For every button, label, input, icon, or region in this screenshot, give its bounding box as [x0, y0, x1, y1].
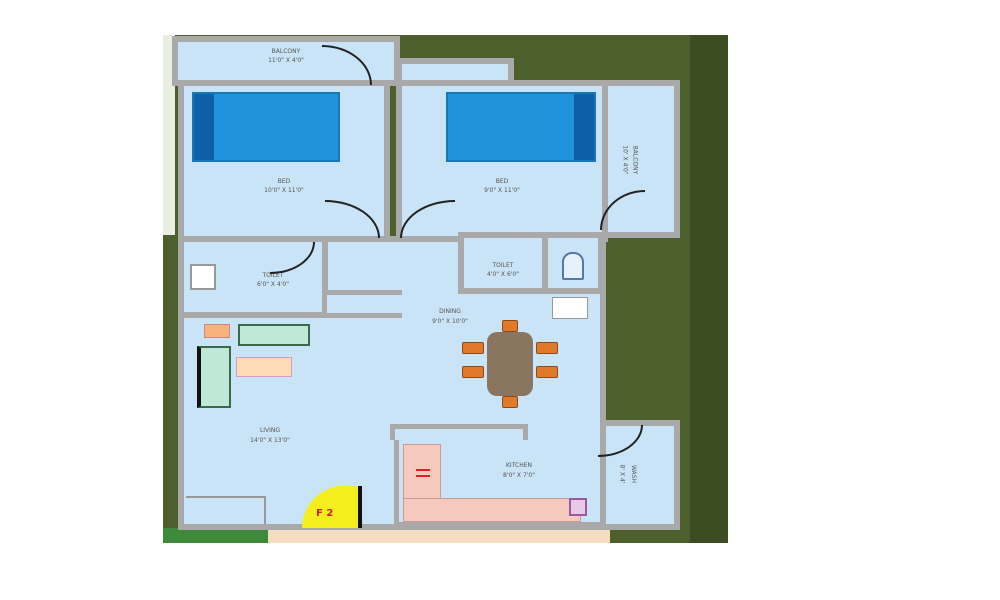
kitchen-wall: [390, 424, 528, 440]
room-balcony-right: BALCONY 10' X 4'0": [602, 80, 680, 238]
room-size: 9'0" X 11'0": [484, 187, 520, 194]
chair: [462, 342, 484, 354]
room-size: 8' X 4': [618, 464, 626, 484]
room-bed-2: BED 9'0" X 11'0": [396, 80, 608, 242]
bed-furniture: [446, 92, 596, 162]
coffee-table: [236, 357, 292, 377]
room-size: 8'0" X 7'0": [502, 472, 535, 479]
chair: [502, 320, 518, 332]
sofa: [197, 346, 231, 408]
chair: [536, 342, 558, 354]
wash-basin: [552, 297, 588, 319]
room-size: 4'0" X 6'0": [486, 271, 519, 278]
room-toilet-1: TOILET 6'0" X 4'0": [178, 236, 328, 318]
entrance-label: F 2: [316, 508, 334, 519]
dining-table: [487, 332, 533, 396]
sink-icon: [569, 498, 587, 516]
front-steps: [268, 528, 610, 543]
chair: [536, 366, 558, 378]
chair: [462, 366, 484, 378]
room-size: 10' X 4'0": [621, 145, 629, 175]
room-name: BED: [277, 178, 291, 185]
room-size: 11'0" X 4'0": [268, 57, 304, 64]
toilet-fixture: [562, 252, 584, 280]
room-size: 14'0" X 13'0": [250, 437, 290, 444]
room-name: BED: [495, 178, 509, 185]
kitchen-counter: [403, 498, 581, 522]
room-size: 6'0" X 4'0": [256, 281, 289, 288]
room-kitchen: KITCHEN 8'0" X 7'0": [394, 440, 606, 526]
wardrobe: [322, 290, 402, 318]
lawn-strip: [163, 528, 268, 543]
room-name: TOILET: [262, 272, 284, 279]
room-size: 10'0" X 11'0": [264, 187, 304, 194]
room-name: WASH: [630, 464, 638, 484]
room-size: 9'0" X 10'0": [432, 318, 468, 325]
shower-fixture: [190, 264, 216, 290]
room-name: BALCONY: [271, 48, 301, 55]
room-wash: WASH 8' X 4': [600, 420, 680, 530]
room-name: BALCONY: [631, 145, 639, 175]
room-toilet-2: TOILET 4'0" X 6'0": [458, 232, 548, 294]
room-name: TOILET: [492, 262, 514, 269]
room-bed-1: BED 10'0" X 11'0": [178, 80, 390, 242]
room-wc: [542, 232, 604, 294]
room-name: KITCHEN: [506, 462, 532, 469]
stove-icon: [416, 469, 430, 477]
garden-strip: [690, 35, 728, 543]
room-name: LIVING: [259, 427, 281, 434]
side-table: [204, 324, 230, 338]
bed-furniture: [192, 92, 340, 162]
room-name: DINING: [439, 308, 461, 315]
shoe-rack: [186, 496, 266, 524]
chair: [502, 396, 518, 408]
sofa: [238, 324, 310, 346]
